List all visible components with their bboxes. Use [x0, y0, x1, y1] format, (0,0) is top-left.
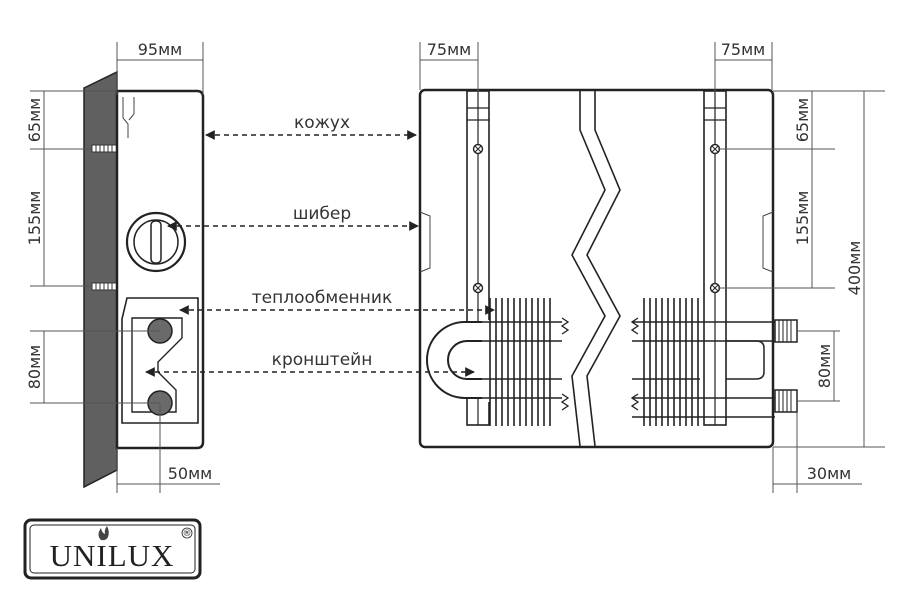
dim-155mm-left: 155мм [25, 191, 44, 246]
callout-arrows [145, 130, 495, 377]
flame-icon [98, 526, 109, 541]
dim-50mm: 50мм [168, 464, 213, 483]
dim-75mm-mid: 75мм [427, 40, 472, 59]
heat-exchanger-fins-right [630, 298, 775, 426]
dim-75mm-right: 75мм [721, 40, 766, 59]
registered-mark: ® [183, 529, 192, 539]
pipe-connection-bottom [774, 389, 798, 413]
dimension-lines [30, 42, 885, 493]
dim-155mm-right: 155мм [793, 191, 812, 246]
bracket [121, 297, 199, 424]
dim-65mm-right: 65мм [793, 98, 812, 143]
callout-casing: кожух [294, 113, 350, 133]
dim-80mm-left: 80мм [25, 345, 44, 390]
callout-bracket: кронштейн [272, 350, 373, 370]
heat-exchanger-fins-left [482, 298, 570, 426]
mounting-rail-right [703, 90, 727, 426]
logo-text: UNILUX [50, 538, 175, 573]
dim-400mm: 400мм [845, 241, 864, 296]
unilux-logo: UNILUX ® [23, 518, 202, 580]
side-view-housing [115, 89, 205, 450]
u-bend-pipe [426, 321, 482, 399]
callout-damper: шибер [293, 204, 351, 224]
callout-heat-exchanger: теплообменник [252, 288, 392, 308]
wall-label: СТЕНА [54, 184, 79, 259]
dim-65mm-left: 65мм [25, 98, 44, 143]
dim-95mm: 95мм [138, 40, 183, 59]
dim-30mm: 30мм [807, 464, 852, 483]
wall: СТЕНА [54, 70, 118, 489]
front-view-housing [418, 88, 798, 449]
dim-80mm-right: 80мм [815, 344, 834, 389]
pipe-connection-top [774, 319, 798, 343]
